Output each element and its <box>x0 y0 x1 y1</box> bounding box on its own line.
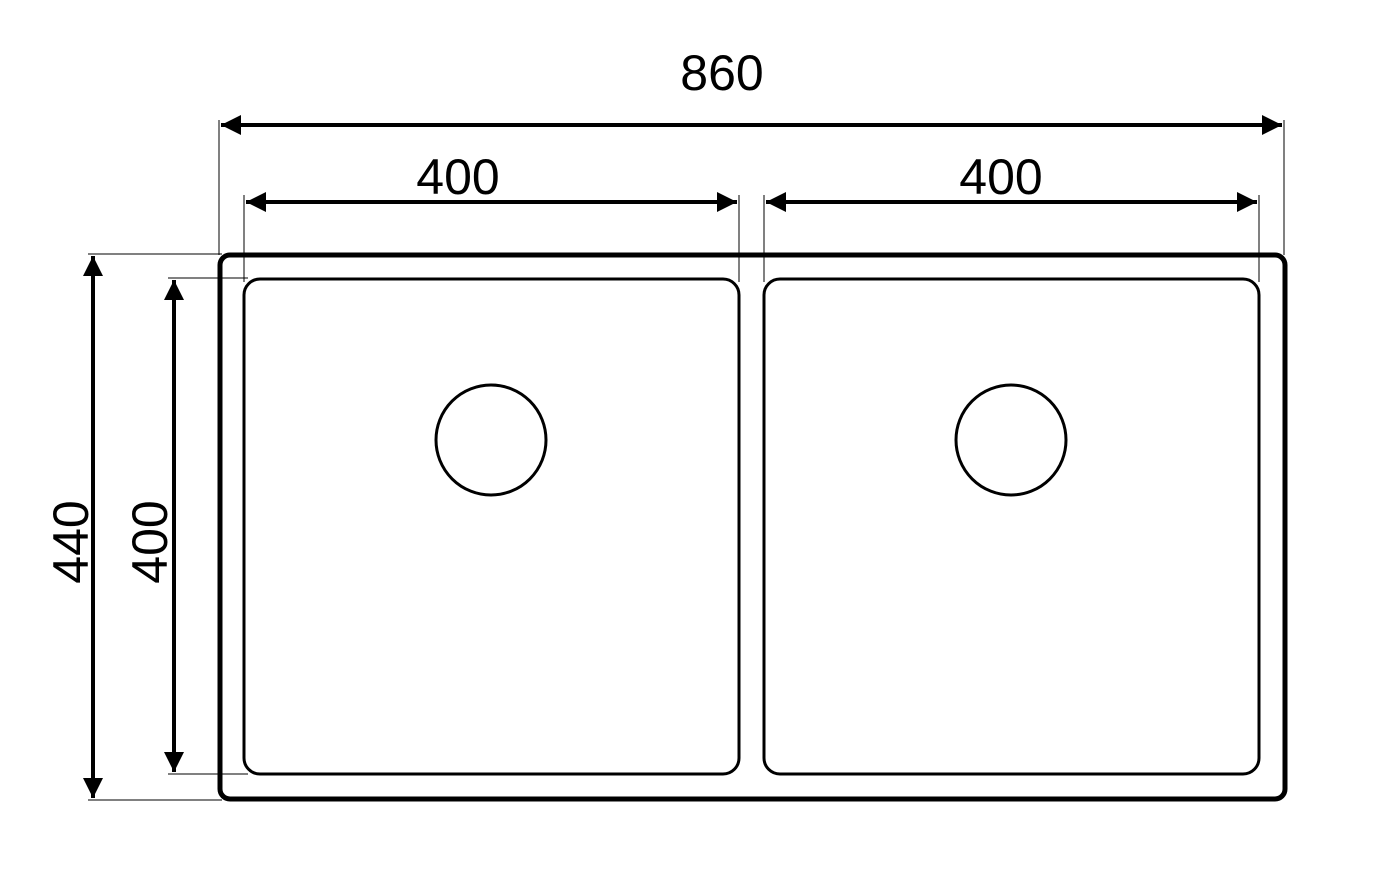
right-bowl <box>762 277 1261 776</box>
dimension-lines <box>83 115 1282 798</box>
right-bowl-width-label: 400 <box>959 149 1042 205</box>
left-drain-icon <box>434 383 548 497</box>
left-bowl-outline <box>242 277 741 776</box>
sink-outer-outline <box>217 252 1288 802</box>
left-bowl-width-label: 400 <box>416 149 499 205</box>
right-drain-icon <box>954 383 1068 497</box>
overall-depth-label: 440 <box>43 500 99 583</box>
right-bowl-outline <box>762 277 1261 776</box>
bowl-depth-label: 400 <box>122 500 178 583</box>
overall-width-label: 860 <box>680 45 763 101</box>
left-bowl <box>242 277 741 776</box>
extension-lines <box>88 120 1285 801</box>
